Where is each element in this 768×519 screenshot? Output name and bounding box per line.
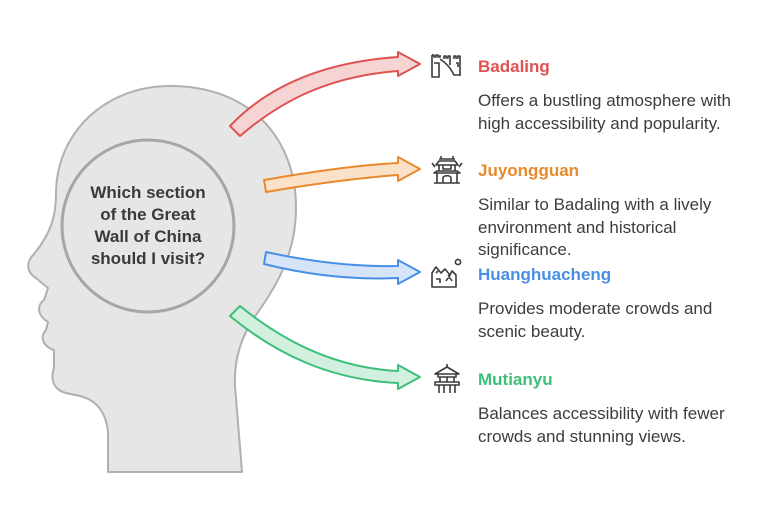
option-title: Badaling: [478, 57, 550, 76]
central-question: Which section of the Great Wall of China…: [66, 172, 230, 280]
question-line: of the Great: [100, 205, 196, 224]
great-wall-icon: [431, 54, 461, 78]
option-title: Huanghuacheng: [478, 265, 612, 284]
question-circle: [60, 138, 236, 314]
option-description: Balances accessibility with fewer crowds…: [478, 404, 725, 446]
pagoda-gate-icon: [431, 156, 463, 184]
question-line: Wall of China: [94, 227, 202, 246]
option-description: Similar to Badaling with a lively enviro…: [478, 195, 712, 259]
arrow-huanghuacheng: [263, 251, 421, 285]
mountain-landscape-icon: [431, 258, 462, 288]
option-description: Offers a bustling atmosphere with high a…: [478, 91, 731, 133]
question-line: Which section: [90, 183, 206, 202]
watchtower-icon: [434, 364, 460, 393]
option-title: Mutianyu: [478, 370, 553, 389]
option-title: Juyongguan: [478, 161, 580, 180]
option-description: Provides moderate crowds and scenic beau…: [478, 299, 713, 341]
arrow-badaling: [229, 51, 421, 137]
arrow-mutianyu: [229, 305, 421, 390]
arrow-juyongguan: [263, 156, 421, 193]
question-line: should I visit?: [90, 249, 206, 268]
